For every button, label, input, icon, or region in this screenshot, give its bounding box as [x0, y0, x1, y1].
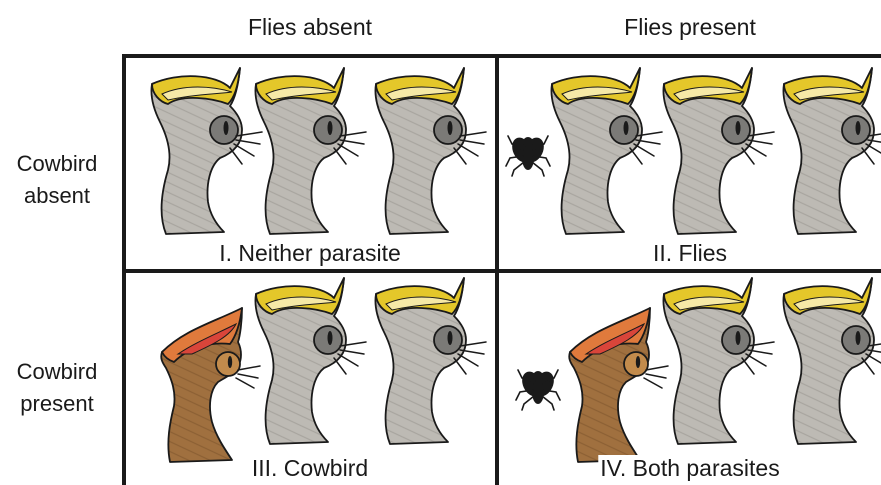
- row-header-cowbird-present: Cowbird present: [2, 356, 112, 420]
- host-nestling-icon: [783, 68, 881, 234]
- cowbird-nestling-icon: [161, 308, 260, 462]
- row-header-line: present: [2, 388, 112, 420]
- host-nestling-icon: [663, 68, 774, 234]
- host-nestling-icon: [255, 278, 366, 444]
- cell-caption-flies: II. Flies: [651, 240, 729, 267]
- cell-3-illustration: [161, 278, 486, 462]
- host-nestling-icon: [151, 68, 262, 234]
- host-nestling-icon: [551, 68, 662, 234]
- column-header-flies-absent: Flies absent: [248, 14, 372, 41]
- cell-1-illustration: [151, 68, 486, 234]
- fly-icon: [516, 368, 560, 410]
- host-nestling-icon: [255, 68, 366, 234]
- row-header-line: Cowbird: [2, 148, 112, 180]
- fly-icon: [506, 134, 550, 176]
- cell-2-illustration: [506, 68, 881, 234]
- cell-caption-cowbird: III. Cowbird: [250, 455, 370, 482]
- cowbird-nestling-icon: [569, 308, 668, 462]
- row-header-line: absent: [2, 180, 112, 212]
- row-header-line: Cowbird: [2, 356, 112, 388]
- host-nestling-icon: [783, 278, 881, 444]
- cell-caption-both-parasites: IV. Both parasites: [598, 455, 781, 482]
- host-nestling-icon: [375, 68, 486, 234]
- host-nestling-icon: [663, 278, 774, 444]
- host-nestling-icon: [375, 278, 486, 444]
- cell-caption-neither-parasite: I. Neither parasite: [217, 240, 403, 267]
- row-header-cowbird-absent: Cowbird absent: [2, 148, 112, 212]
- cell-4-illustration: [516, 278, 881, 462]
- column-header-flies-present: Flies present: [624, 14, 756, 41]
